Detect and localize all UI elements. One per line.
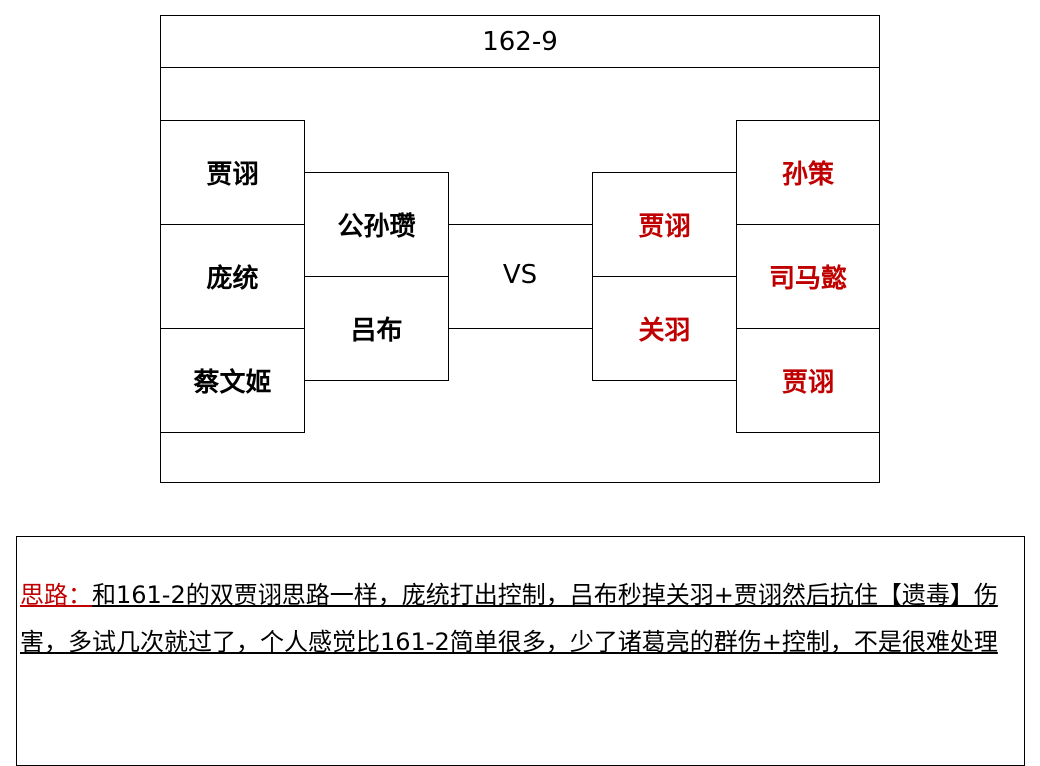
my-front-slot-1: 公孙瓒 bbox=[304, 172, 449, 277]
vs-label: VS bbox=[502, 260, 538, 290]
connector-line bbox=[448, 328, 592, 329]
enemy-back-slot-3: 贾诩 bbox=[736, 328, 880, 433]
my-back-slot-1: 贾诩 bbox=[160, 120, 305, 225]
stage-title: 162-9 bbox=[482, 26, 558, 57]
note-body: 和161-2的双贾诩思路一样，庞统打出控制，吕布秒掉关羽+贾诩然后抗住【遗毒】伤… bbox=[20, 581, 998, 656]
title-divider bbox=[160, 67, 880, 68]
my-back-slot-3: 蔡文姬 bbox=[160, 328, 305, 433]
enemy-front-slot-1: 贾诩 bbox=[592, 172, 737, 277]
note-prefix: 思路： bbox=[20, 581, 92, 609]
my-back-slot-2: 庞统 bbox=[160, 224, 305, 329]
enemy-back-slot-2: 司马懿 bbox=[736, 224, 880, 329]
my-front-slot-2: 吕布 bbox=[304, 276, 449, 381]
enemy-back-slot-1: 孙策 bbox=[736, 120, 880, 225]
enemy-front-slot-2: 关羽 bbox=[592, 276, 737, 381]
strategy-note: 思路：和161-2的双贾诩思路一样，庞统打出控制，吕布秒掉关羽+贾诩然后抗住【遗… bbox=[20, 572, 1020, 666]
connector-line bbox=[448, 224, 592, 225]
